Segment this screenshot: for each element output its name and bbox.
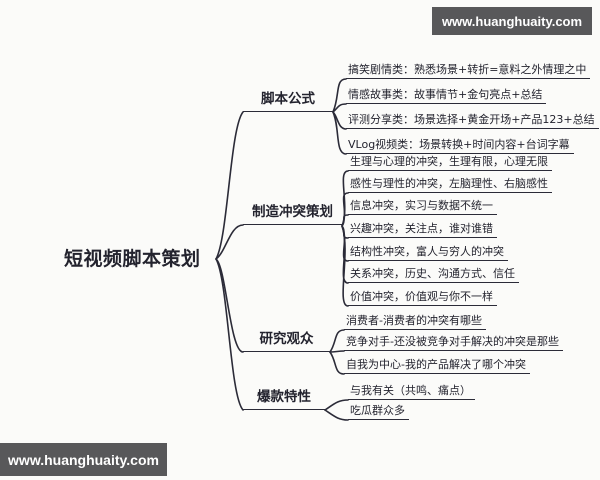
connector: [215, 224, 244, 260]
connector: [215, 258, 244, 353]
leaf-topic: 消费者-消费者的冲突有哪些: [344, 314, 486, 330]
connector: [329, 351, 345, 375]
watermark-bottom-left: www.huanghuaity.com: [0, 443, 167, 476]
branch-label-research-audience: 研究观众: [243, 331, 330, 352]
connector: [332, 103, 347, 113]
branch-label-create-conflict: 制造冲突策划: [243, 204, 342, 225]
leaf-topic: 信息冲突，实习与数据不统一: [348, 199, 497, 215]
connector: [332, 111, 347, 155]
connector: [324, 409, 349, 421]
leaf-topic: 吃瓜群众多: [348, 404, 409, 420]
leaf-topic: 情感故事类：故事情节+金句亮点+总结: [346, 88, 547, 104]
connector: [332, 78, 347, 113]
connector: [341, 214, 349, 227]
leaf-topic: 搞笑剧情类：熟悉场景+转折=意料之外情理之中: [346, 63, 591, 79]
leaf-topic: 感性与理性的冲突，左脑理性、右脑感性: [348, 177, 552, 193]
leaf-topic: 与我有关（共鸣、痛点）: [348, 384, 475, 400]
branch-label-hit-traits: 爆款特性: [243, 389, 325, 410]
leaf-topic: 评测分享类：场景选择+黄金开场+产品123+总结: [346, 113, 599, 129]
leaf-topic: 自我为中心-我的产品解决了哪个冲突: [344, 358, 530, 374]
leaf-topic: VLog视频类：场景转换+时间内容+台词字幕: [346, 138, 574, 154]
branch-label-script-formula: 脚本公式: [243, 91, 333, 112]
leaf-topic: 竞争对手-还没被竞争对手解决的冲突是那些: [344, 335, 563, 351]
leaf-topic: 价值冲突，价值观与你不一样: [348, 290, 497, 306]
connector: [341, 225, 349, 307]
leaf-topic: 结构性冲突，富人与穷人的冲突: [348, 245, 508, 261]
connector: [324, 399, 349, 411]
connector: [329, 350, 345, 353]
leaf-topic: 兴趣冲突，关注点，谁对谁错: [348, 222, 497, 238]
root-topic: 短视频脚本策划: [64, 248, 201, 270]
connector: [215, 258, 244, 411]
leaf-topic: 生理与心理的冲突，生理有限，心理无限: [348, 155, 552, 171]
connector: [215, 111, 244, 260]
watermark-top-right: www.huanghuaity.com: [432, 7, 592, 35]
connector: [329, 329, 345, 353]
leaf-topic: 关系冲突，历史、沟通方式、信任: [348, 267, 519, 283]
